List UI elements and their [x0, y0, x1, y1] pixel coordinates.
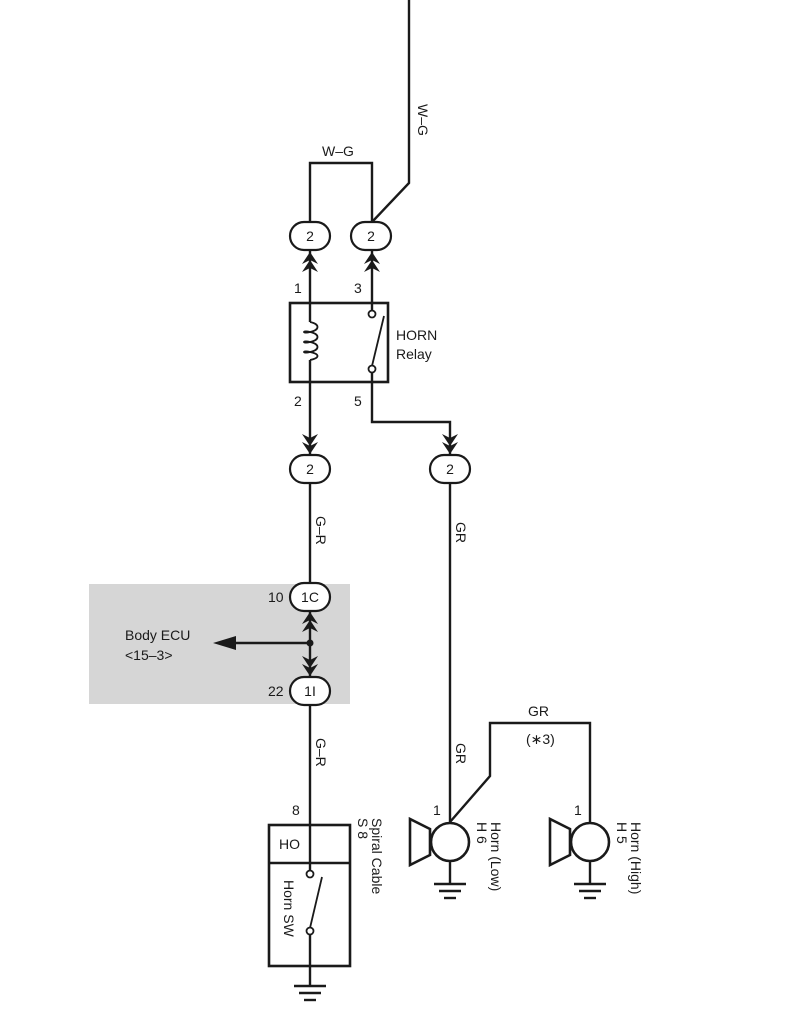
wire-label-gr-lower: G–R — [313, 738, 329, 767]
horn-high-pin-label: 1 — [574, 802, 582, 818]
connector-ecu-upper: 1C — [288, 581, 332, 613]
svg-text:1I: 1I — [304, 683, 316, 699]
ecu-upper-pin-label: 10 — [268, 589, 284, 605]
horn-low-name: Horn (Low) — [488, 822, 504, 891]
wire-wg-feed — [371, 0, 411, 223]
horn-high-code: H 5 — [614, 822, 630, 844]
ecu-name: Body ECU — [125, 627, 190, 643]
wire-label-gr-upper: G–R — [313, 516, 329, 545]
horn-sw-contact-top — [305, 869, 315, 879]
relay-pin3-label: 3 — [354, 280, 362, 296]
connector-relay-in-right: 2 — [349, 220, 393, 252]
horn-low-code: H 6 — [474, 822, 490, 844]
horn-high-icon — [548, 816, 611, 900]
relay-contact-bottom — [367, 364, 377, 374]
svg-text:2: 2 — [306, 228, 314, 244]
horn-sw-contact-bottom — [305, 926, 315, 936]
relay-pin2-label: 2 — [294, 393, 302, 409]
spiral-terminal-label: HO — [279, 836, 300, 852]
wire-label-gr-horn: GR — [453, 743, 469, 764]
horn-low-icon — [408, 816, 471, 900]
horn-relay-box — [288, 301, 390, 384]
spiral-name: Spiral Cable — [369, 818, 385, 894]
connector-ecu-lower: 1I — [288, 675, 332, 707]
arrow-relay-in-left — [302, 252, 318, 272]
svg-text:2: 2 — [367, 228, 375, 244]
ecu-ref: <15–3> — [125, 647, 173, 663]
horn-sw-label: Horn SW — [281, 880, 297, 938]
spiral-code: S 8 — [355, 818, 371, 839]
wire-label-gr-right: GR — [453, 522, 469, 543]
arrow-ecu-lower — [302, 656, 318, 676]
wire-relay-pin5 — [370, 371, 452, 455]
ground-icon — [294, 984, 326, 1002]
relay-contact-top — [367, 309, 377, 319]
connector-relay-out-right: 2 — [428, 453, 472, 485]
wire-label-wg-loop: W–G — [322, 143, 354, 159]
relay-pin5-label: 5 — [354, 393, 362, 409]
svg-text:1C: 1C — [301, 589, 319, 605]
wire-label-wg-top: W–G — [415, 104, 431, 136]
horn-high-name: Horn (High) — [628, 822, 644, 894]
spiral-pin-label: 8 — [292, 802, 300, 818]
arrow-relay-out-right — [442, 434, 458, 454]
wire-gr-branch — [449, 721, 592, 823]
connector-relay-in-left: 2 — [288, 220, 332, 252]
horn-sw-arm — [309, 876, 323, 929]
wire-label-gr-branch: GR — [528, 703, 549, 719]
arrow-ecu-upper — [302, 612, 318, 632]
relay-switch-arm — [371, 315, 385, 367]
wire-wg-loop — [308, 161, 374, 222]
arrow-relay-in-right — [364, 252, 380, 272]
horn-low-pin-label: 1 — [433, 802, 441, 818]
relay-name-line1: HORN — [396, 327, 437, 343]
arrow-relay-out-left — [302, 434, 318, 454]
relay-name-line2: Relay — [396, 346, 432, 362]
option-note: (∗3) — [526, 731, 555, 747]
ecu-junction-dot — [306, 639, 314, 647]
svg-text:2: 2 — [306, 461, 314, 477]
ecu-lower-pin-label: 22 — [268, 683, 284, 699]
relay-coil-symbol — [303, 321, 319, 361]
connector-relay-out-left: 2 — [288, 453, 332, 485]
ecu-branch-arrow — [213, 636, 236, 650]
svg-text:2: 2 — [446, 461, 454, 477]
relay-pin1-label: 1 — [294, 280, 302, 296]
